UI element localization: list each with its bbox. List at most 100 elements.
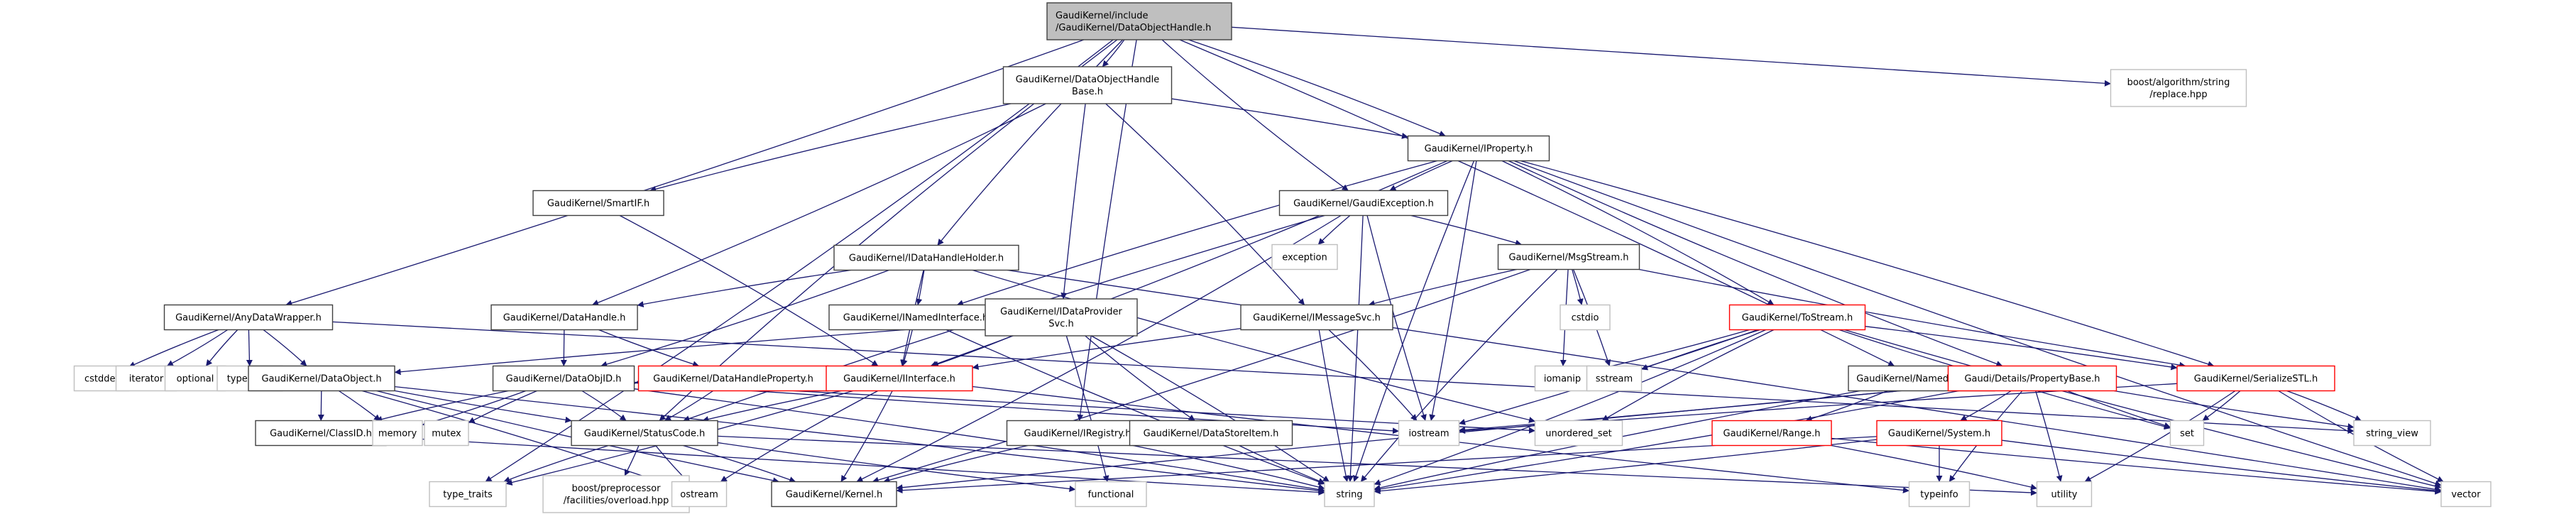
node-dsitem[interactable]: GaudiKernel/DataStoreItem.h xyxy=(1129,420,1293,447)
edge-range-to-vector xyxy=(1831,437,2442,495)
edge-idhh-to-datahandle xyxy=(637,269,851,307)
node-box[interactable] xyxy=(163,304,334,331)
edge-dohb-to-smartif xyxy=(650,103,1012,192)
node-box[interactable] xyxy=(490,304,638,331)
node-box[interactable] xyxy=(1497,244,1640,270)
edge-iprop-to-serstl xyxy=(1520,160,2215,368)
node-iprop[interactable]: GaudiKernel/IProperty.h xyxy=(1407,135,1550,162)
node-dataobject[interactable]: GaudiKernel/DataObject.h xyxy=(248,365,395,392)
node-label: memory xyxy=(378,429,417,439)
edge-iinterface-to-statuscode xyxy=(702,390,842,422)
node-dhprop[interactable]: GaudiKernel/DataHandleProperty.h xyxy=(637,365,829,392)
node-propbase[interactable]: Gaudi/Details/PropertyBase.h xyxy=(1947,365,2117,392)
node-box xyxy=(1534,420,1623,447)
node-box[interactable] xyxy=(1046,2,1232,40)
node-label: /replace.hpp xyxy=(2149,89,2207,100)
node-label: GaudiKernel/Kernel.h xyxy=(786,490,883,501)
node-box[interactable] xyxy=(1711,420,1832,447)
edge-idps-to-string xyxy=(1091,335,1330,483)
node-exception: exception xyxy=(1271,244,1338,270)
node-classid[interactable]: GaudiKernel/ClassID.h xyxy=(255,420,387,447)
node-label: GaudiKernel/IInterface.h xyxy=(843,374,955,385)
node-box xyxy=(542,475,690,513)
node-box[interactable] xyxy=(828,304,1003,331)
node-datahandle[interactable]: GaudiKernel/DataHandle.h xyxy=(490,304,638,331)
node-box[interactable] xyxy=(1002,66,1173,104)
node-string_view: string_view xyxy=(2353,420,2431,447)
node-string: string xyxy=(1324,481,1375,508)
node-smartif[interactable]: GaudiKernel/SmartIF.h xyxy=(532,190,664,217)
edge-tostream-to-iomanip xyxy=(1589,329,1750,373)
edge-iprop-to-vector xyxy=(1513,160,2442,487)
node-serstl[interactable]: GaudiKernel/SerializeSTL.h xyxy=(2176,365,2335,392)
node-box xyxy=(164,365,226,392)
node-gexc[interactable]: GaudiKernel/GaudiException.h xyxy=(1278,190,1449,217)
node-box[interactable] xyxy=(571,420,718,447)
node-msgstream[interactable]: GaudiKernel/MsgStream.h xyxy=(1497,244,1640,270)
edge-idhh-to-inamed xyxy=(916,270,925,305)
node-kernel[interactable]: GaudiKernel/Kernel.h xyxy=(771,481,897,508)
node-iregistry[interactable]: GaudiKernel/IRegistry.h xyxy=(1006,420,1149,447)
node-box[interactable] xyxy=(1240,304,1393,331)
node-box[interactable] xyxy=(1728,304,1866,331)
edge-serstl-to-string_view xyxy=(2286,390,2362,422)
node-label: GaudiKernel/ToStream.h xyxy=(1742,313,1853,324)
edge-gexc-to-exception xyxy=(1317,215,1351,245)
node-iinterface[interactable]: GaudiKernel/IInterface.h xyxy=(826,365,973,392)
edge-tostream-to-unordered_set xyxy=(1601,329,1775,422)
edge-root-to-gexc xyxy=(1161,39,1349,192)
node-label: utility xyxy=(2051,490,2078,501)
node-box[interactable] xyxy=(1947,365,2117,392)
node-box xyxy=(1271,244,1338,270)
node-box[interactable] xyxy=(1876,420,2002,447)
edge-anydw-to-iterator xyxy=(166,329,229,367)
node-dataobjid[interactable]: GaudiKernel/DataObjID.h xyxy=(492,365,635,392)
node-mutex: mutex xyxy=(424,420,469,447)
edge-dataobject-to-classid xyxy=(317,390,324,421)
node-box[interactable] xyxy=(1129,420,1293,447)
node-box[interactable] xyxy=(637,365,829,392)
node-label: optional xyxy=(177,374,214,385)
node-anydw[interactable]: GaudiKernel/AnyDataWrapper.h xyxy=(163,304,334,331)
node-imsgsvc[interactable]: GaudiKernel/IMessageSvc.h xyxy=(1240,304,1393,331)
node-label: GaudiKernel/include xyxy=(1056,11,1148,21)
node-label: string xyxy=(1336,490,1362,501)
node-root[interactable]: GaudiKernel/include/GaudiKernel/DataObje… xyxy=(1046,2,1232,40)
node-statuscode[interactable]: GaudiKernel/StatusCode.h xyxy=(571,420,718,447)
edge-system-to-string xyxy=(1374,439,1878,495)
node-box[interactable] xyxy=(532,190,664,217)
node-box[interactable] xyxy=(1006,420,1149,447)
node-box[interactable] xyxy=(826,365,973,392)
edge-datahandle-to-dhprop xyxy=(598,329,700,368)
node-sstream: sstream xyxy=(1586,365,1643,392)
node-box[interactable] xyxy=(248,365,395,392)
node-box[interactable] xyxy=(833,244,1019,271)
node-box[interactable] xyxy=(985,298,1138,337)
node-label: exception xyxy=(1282,253,1327,263)
edge-serstl-to-set xyxy=(2202,390,2241,422)
node-box[interactable] xyxy=(771,481,897,508)
node-idhh[interactable]: GaudiKernel/IDataHandleHolder.h xyxy=(833,244,1019,271)
node-tostream[interactable]: GaudiKernel/ToStream.h xyxy=(1728,304,1866,331)
node-box[interactable] xyxy=(2176,365,2335,392)
node-range[interactable]: GaudiKernel/Range.h xyxy=(1711,420,1832,447)
node-label: set xyxy=(2180,429,2194,439)
edge-iregistry-to-string xyxy=(1132,444,1325,491)
node-unordered_set: unordered_set xyxy=(1534,420,1623,447)
edge-tostream-to-string xyxy=(1374,329,1766,486)
node-box[interactable] xyxy=(492,365,635,392)
node-system[interactable]: GaudiKernel/System.h xyxy=(1876,420,2002,447)
node-box[interactable] xyxy=(1407,135,1550,162)
node-inamed[interactable]: GaudiKernel/INamedInterface.h xyxy=(828,304,1003,331)
edge-system-to-vector xyxy=(2001,439,2442,494)
edge-dsitem-to-string xyxy=(1239,444,1325,484)
edge-propbase-to-string xyxy=(1374,390,1959,493)
node-box[interactable] xyxy=(1278,190,1449,217)
edge-dhprop-to-statuscode xyxy=(664,390,713,422)
edge-statuscode-to-type_traits xyxy=(503,444,609,483)
node-box[interactable] xyxy=(255,420,387,447)
node-label: cstdio xyxy=(1572,313,1599,324)
